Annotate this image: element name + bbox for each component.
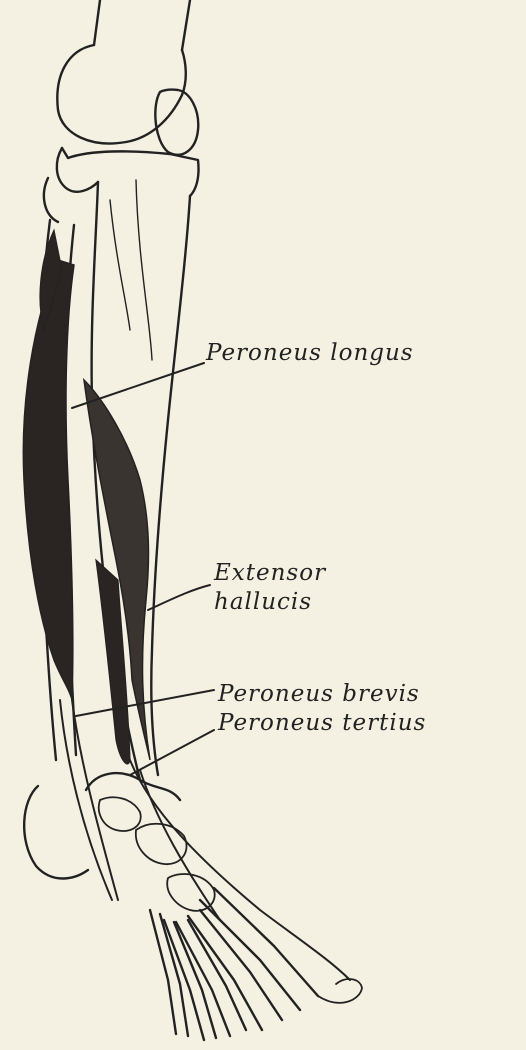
tendon-4: [140, 770, 220, 920]
metatarsal-5: [150, 910, 188, 1036]
label-peroneus-longus: Peroneus longus: [206, 340, 414, 366]
femur-shaft: [94, 0, 190, 50]
tarsal-3: [99, 797, 141, 831]
label-extensor-line-2: hallucis: [214, 589, 312, 615]
leader-extensor-hallucis: [148, 585, 210, 610]
tarsal-1: [136, 824, 187, 864]
femoral-condyle: [57, 45, 185, 143]
label-extensor-line-1: Extensor: [214, 560, 326, 586]
fibula-head: [44, 178, 58, 222]
tibia-medial: [151, 196, 190, 775]
ankle-bones: [86, 773, 180, 800]
label-peroneus-tertius: Peroneus tertius: [218, 710, 426, 736]
tibial-plateau: [62, 148, 199, 196]
metatarsal-1: [200, 888, 318, 1010]
tarsal-2: [167, 874, 214, 911]
label-peroneus-brevis: Peroneus brevis: [218, 681, 420, 707]
tendon-3: [130, 760, 350, 980]
tibia-crest: [110, 180, 152, 360]
peroneus-longus-muscle: [23, 260, 74, 700]
leader-peroneus-tertius: [130, 730, 214, 775]
tendon-1: [72, 700, 118, 900]
metatarsal-4: [164, 920, 216, 1040]
toe-1: [318, 979, 362, 1003]
